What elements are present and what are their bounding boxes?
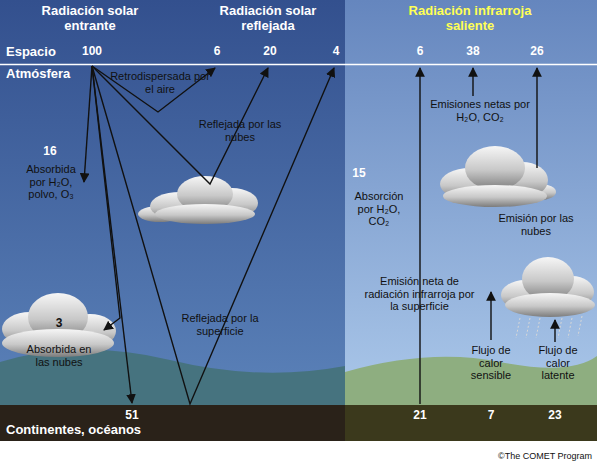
callout-number: 26 (527, 45, 547, 59)
heading: Radiación solar reflejada (213, 4, 323, 34)
callout-number: 20 (260, 45, 280, 59)
callout-number: 6 (410, 45, 430, 59)
flow-label: Absorbida por H₂O, polvo, O₃ (20, 163, 82, 201)
cloud-node: 3Absorbida en las nubes (0, 287, 118, 379)
cloud (440, 146, 556, 207)
flow-arrow (472, 68, 473, 96)
cloud-puff (505, 293, 595, 317)
flow-label: Flujo de calor sensible (465, 344, 517, 382)
rain-streak (558, 318, 562, 338)
boundary-line (0, 64, 597, 66)
rain-streak (568, 318, 572, 338)
flow-label: Emisiones netas por H₂O, CO₂ (425, 98, 535, 123)
rain-streak (526, 318, 530, 338)
flow-label: Retrodispersada por el aire (110, 70, 210, 95)
callout-number: 51 (122, 409, 142, 423)
callout-number: 3 (44, 317, 74, 331)
flow-arrow (419, 68, 420, 404)
heading: Radiación infrarroja saliente (405, 4, 535, 34)
callout-number: 38 (463, 45, 483, 59)
heading: Radiación solar entrante (35, 4, 145, 34)
flow-arrow (92, 66, 120, 330)
flow-label: Reflejada por la superficie (180, 312, 260, 337)
ground (345, 405, 597, 441)
cloud-puff (465, 146, 525, 190)
infrared-panel (345, 0, 597, 405)
callout-number: 6 (207, 45, 227, 59)
rain-streak (536, 318, 540, 338)
flow-label: Reflejada por las nubes (195, 118, 285, 143)
flow-arrow (536, 68, 537, 168)
rain-streak (516, 318, 520, 338)
credit: ©The COMET Program (440, 451, 592, 461)
ground-band: Continentes, océanos (0, 405, 597, 441)
callout-number: 21 (410, 409, 430, 423)
flow-label: Flujo de calor latente (532, 344, 584, 382)
ground (0, 405, 345, 441)
band-name: Espacio (6, 45, 126, 60)
rain-streak (578, 316, 582, 336)
callout-number: 7 (481, 409, 501, 423)
flow-label: Emisión neta de radiación infrarroja por… (362, 275, 477, 313)
rain-cloud (501, 257, 595, 338)
cloud-label: Absorbida en las nubes (22, 343, 96, 368)
flow-label: Absorción por H₂O, CO₂ (350, 190, 408, 228)
callout-number: 4 (326, 45, 346, 59)
callout-number: 23 (545, 409, 565, 423)
flow-label: Emisión por las nubes (498, 212, 574, 237)
flow-arrow (92, 66, 334, 404)
flow-arrow (490, 292, 491, 340)
cloud-puff (155, 204, 255, 224)
band-name: Atmósfera (6, 67, 126, 82)
flow-arrow (554, 320, 555, 342)
callout-number: 15 (347, 167, 371, 181)
callout-number: 100 (72, 45, 112, 59)
flow-arrow (84, 66, 92, 182)
flow-arrow (92, 66, 215, 112)
cloud-puff (443, 185, 547, 207)
band-name: Continentes, océanos (6, 423, 226, 438)
cloud (138, 176, 258, 224)
flow-arrow (92, 66, 132, 403)
callout-number: 16 (38, 145, 62, 159)
solar-panel (0, 0, 345, 405)
